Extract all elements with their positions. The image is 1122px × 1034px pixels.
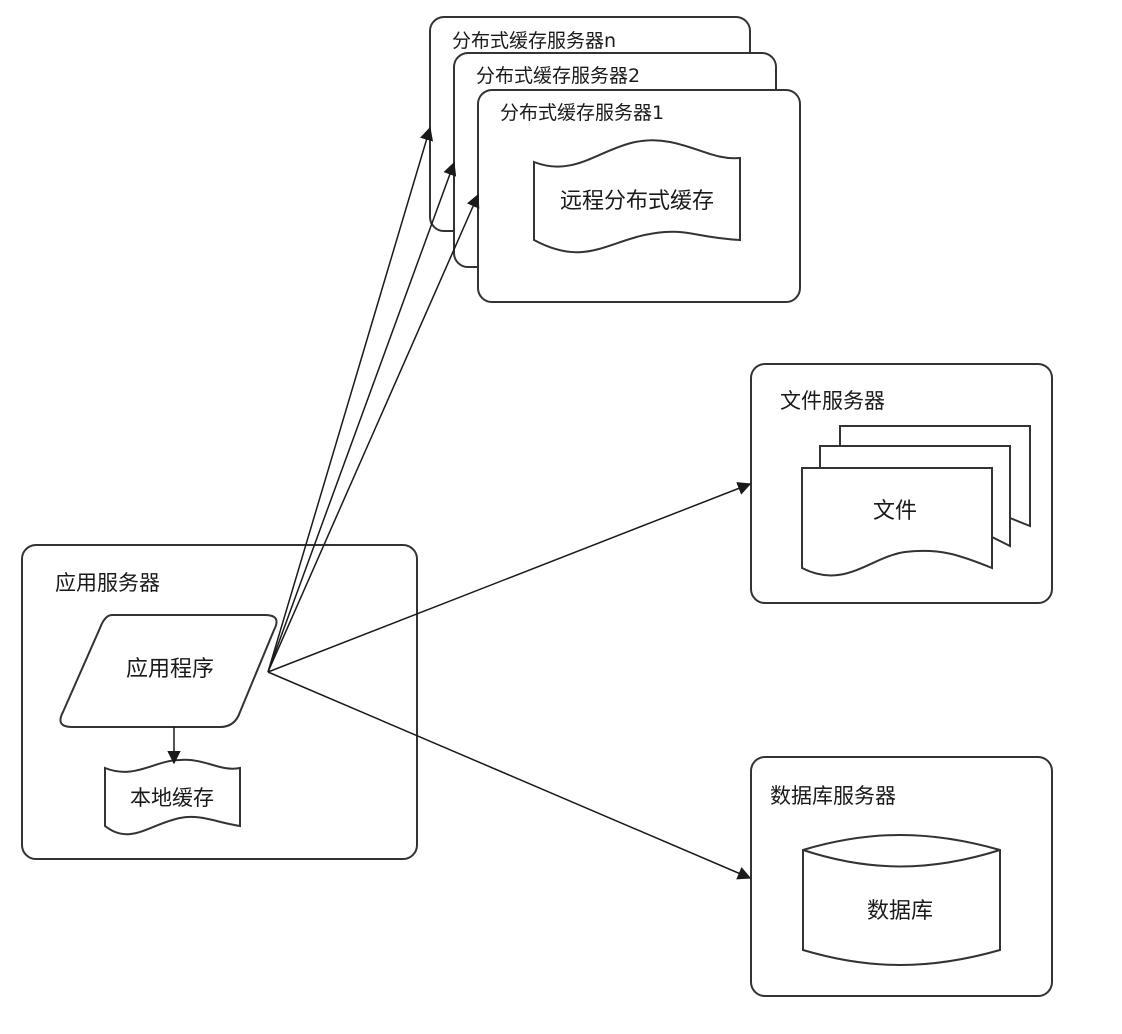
arrow-to-cache-server-2 — [267, 161, 457, 673]
arrow-to-db-server — [267, 671, 752, 880]
db-server-label: 数据库服务器 — [770, 784, 896, 808]
database-cylinder-top — [802, 849, 1001, 868]
database-cylinder — [802, 834, 1001, 966]
cache-server-1: 分布式缓存服务器1 远程分布式缓存 — [477, 89, 801, 303]
arrow-to-cache-server-n — [267, 126, 434, 673]
cache-server-n-label: 分布式缓存服务器n — [452, 30, 616, 52]
local-cache-label: 本地缓存 — [130, 786, 214, 810]
app-server: 应用服务器 应用程序 本地缓存 — [21, 544, 418, 860]
local-cache-shape — [104, 758, 241, 836]
file-page-front — [801, 467, 993, 577]
app-server-label: 应用服务器 — [55, 571, 160, 595]
app-program-label: 应用程序 — [126, 657, 214, 682]
file-server-label: 文件服务器 — [780, 389, 885, 413]
cache-server-1-label: 分布式缓存服务器1 — [500, 102, 664, 124]
arrow-to-cache-server-1 — [267, 193, 480, 673]
cache-server-2-label: 分布式缓存服务器2 — [476, 65, 640, 87]
app-program-shape — [59, 614, 278, 728]
db-server: 数据库服务器 数据库 — [750, 756, 1053, 997]
file-server: 文件服务器 文件 — [750, 363, 1053, 604]
connectors — [167, 126, 752, 880]
arrow-to-file-server — [267, 482, 752, 673]
remote-cache-shape — [533, 139, 741, 254]
db-label: 数据库 — [867, 899, 933, 924]
file-label: 文件 — [873, 499, 917, 524]
remote-cache-label: 远程分布式缓存 — [560, 189, 714, 214]
